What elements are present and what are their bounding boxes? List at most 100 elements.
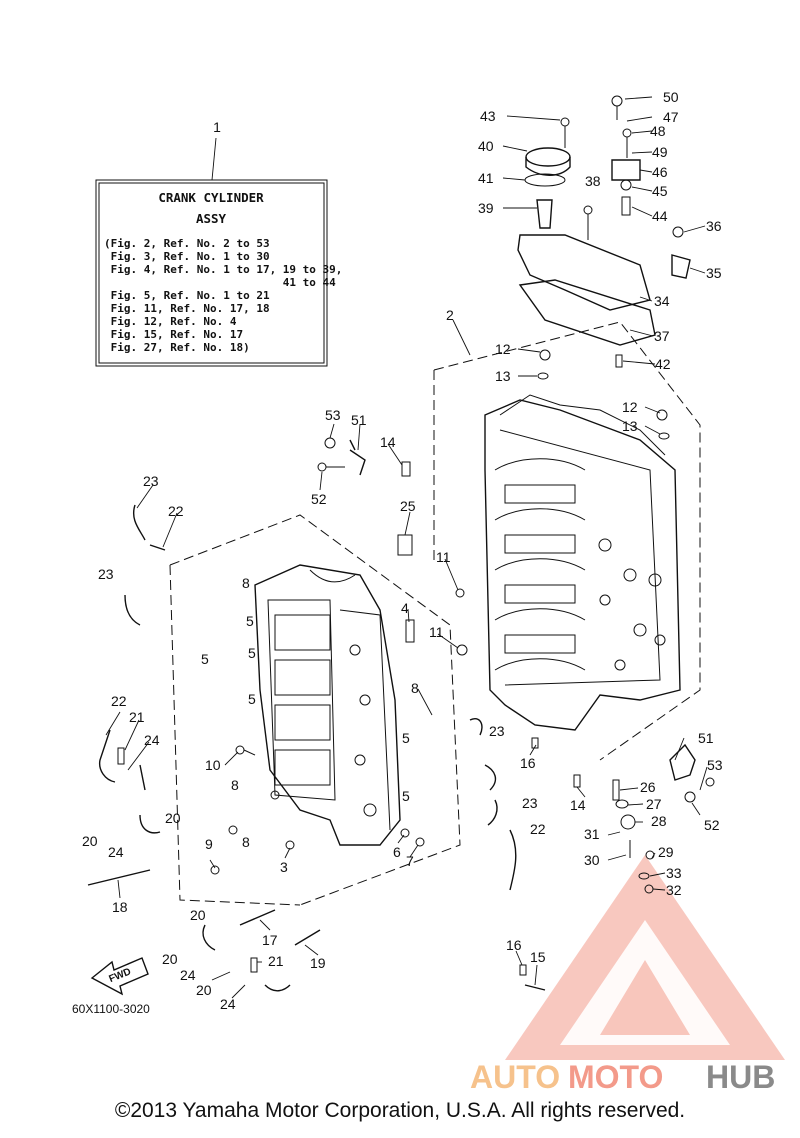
callout-33: 33: [666, 865, 682, 881]
info-line: 41 to 44: [104, 276, 336, 289]
callout-52: 52: [704, 817, 720, 833]
info-line: Fig. 12, Ref. No. 4: [104, 315, 237, 328]
watermark-hub: HUB: [706, 1059, 775, 1095]
callout-47: 47: [663, 109, 679, 125]
callout-18: 18: [112, 899, 128, 915]
callout-24: 24: [144, 732, 160, 748]
callout-20: 20: [82, 833, 98, 849]
callout-31: 31: [584, 826, 600, 842]
cylinder-block: [254, 564, 401, 846]
info-line: Fig. 4, Ref. No. 1 to 17, 19 to 39,: [104, 263, 342, 276]
callout-39: 39: [478, 200, 494, 216]
callout-23: 23: [489, 723, 505, 739]
callout-30: 30: [584, 852, 600, 868]
callout-34: 34: [654, 293, 670, 309]
callout-11: 11: [429, 624, 444, 640]
callout-4: 4: [401, 600, 409, 616]
callout-13: 13: [495, 368, 511, 384]
callout-16: 16: [506, 937, 522, 953]
callout-29: 29: [658, 844, 674, 860]
callout-8: 8: [242, 834, 250, 850]
callout-8: 8: [411, 680, 419, 696]
callout-26: 26: [640, 779, 656, 795]
callout-37: 37: [654, 328, 670, 344]
callout-5: 5: [402, 788, 410, 804]
callout-9: 9: [205, 836, 213, 852]
callout-53: 53: [325, 407, 341, 423]
callout-8: 8: [231, 777, 239, 793]
callout-52: 52: [311, 491, 327, 507]
callout-53: 53: [707, 757, 723, 773]
part-code: 60X1100-3020: [72, 1002, 150, 1016]
callout-24: 24: [220, 996, 236, 1012]
callout-12: 12: [495, 341, 511, 357]
callout-48: 48: [650, 123, 666, 139]
callout-14: 14: [380, 434, 396, 450]
callout-43: 43: [480, 108, 496, 124]
callout-23: 23: [522, 795, 538, 811]
info-line: (Fig. 2, Ref. No. 2 to 53: [104, 237, 270, 250]
group-outlines: [169, 321, 701, 906]
callout-46: 46: [652, 164, 668, 180]
cover-assembly: [517, 95, 691, 346]
callout-17: 17: [262, 932, 278, 948]
callout-32: 32: [666, 882, 682, 898]
callout-22: 22: [168, 503, 184, 519]
callout-38: 38: [585, 173, 601, 189]
crankcase: [484, 394, 681, 731]
info-box: 1 CRANK CYLINDER ASSY (Fig. 2, Ref. No. …: [95, 119, 342, 367]
info-line: Fig. 11, Ref. No. 17, 18: [104, 302, 270, 315]
callout-15: 15: [530, 949, 546, 965]
leader-lines: [105, 96, 708, 999]
callout-10: 10: [205, 757, 221, 773]
watermark-logo: [505, 855, 785, 1060]
callout-40: 40: [478, 138, 494, 154]
watermark-moto: MOTO: [568, 1059, 663, 1095]
callout-50: 50: [663, 89, 679, 105]
callout-5: 5: [248, 645, 256, 661]
callout-2: 2: [446, 307, 454, 323]
callout-49: 49: [652, 144, 668, 160]
info-line: Fig. 27, Ref. No. 18): [104, 341, 250, 354]
callout-44: 44: [652, 208, 668, 224]
callout-16: 16: [520, 755, 536, 771]
callout-7: 7: [406, 853, 414, 869]
callout-13: 13: [622, 418, 638, 434]
hoses-and-fittings: [87, 349, 715, 992]
callout-6: 6: [393, 844, 401, 860]
callout-labels: 50 47 43 48 40 49 46 41 38 45 39 44 36 3…: [82, 89, 723, 1012]
callout-5: 5: [402, 730, 410, 746]
watermark-text: AUTO MOTO HUB: [470, 1059, 775, 1095]
callout-35: 35: [706, 265, 722, 281]
callout-19: 19: [310, 955, 326, 971]
copyright-notice: ©2013 Yamaha Motor Corporation, U.S.A. A…: [114, 1099, 686, 1122]
callout-51: 51: [351, 412, 367, 428]
callout-22: 22: [111, 693, 127, 709]
callout-5: 5: [248, 691, 256, 707]
callout-20: 20: [162, 951, 178, 967]
info-title-line2: ASSY: [196, 211, 227, 226]
callout-24: 24: [180, 967, 196, 983]
info-title-line1: CRANK CYLINDER: [158, 190, 264, 205]
callout-5: 5: [201, 651, 209, 667]
info-ref-number: 1: [213, 119, 221, 135]
callout-20: 20: [190, 907, 206, 923]
callout-27: 27: [646, 796, 662, 812]
callout-20: 20: [196, 982, 212, 998]
callout-21: 21: [268, 953, 284, 969]
callout-21: 21: [129, 709, 145, 725]
callout-51: 51: [698, 730, 714, 746]
callout-8: 8: [242, 575, 250, 591]
watermark-auto: AUTO: [470, 1059, 560, 1095]
callout-42: 42: [655, 356, 671, 372]
callout-45: 45: [652, 183, 668, 199]
callout-22: 22: [530, 821, 546, 837]
callout-3: 3: [280, 859, 288, 875]
callout-36: 36: [706, 218, 722, 234]
callout-12: 12: [622, 399, 638, 415]
callout-28: 28: [651, 813, 667, 829]
callout-14: 14: [570, 797, 586, 813]
info-line: Fig. 15, Ref. No. 17: [104, 328, 243, 341]
callout-41: 41: [478, 170, 494, 186]
